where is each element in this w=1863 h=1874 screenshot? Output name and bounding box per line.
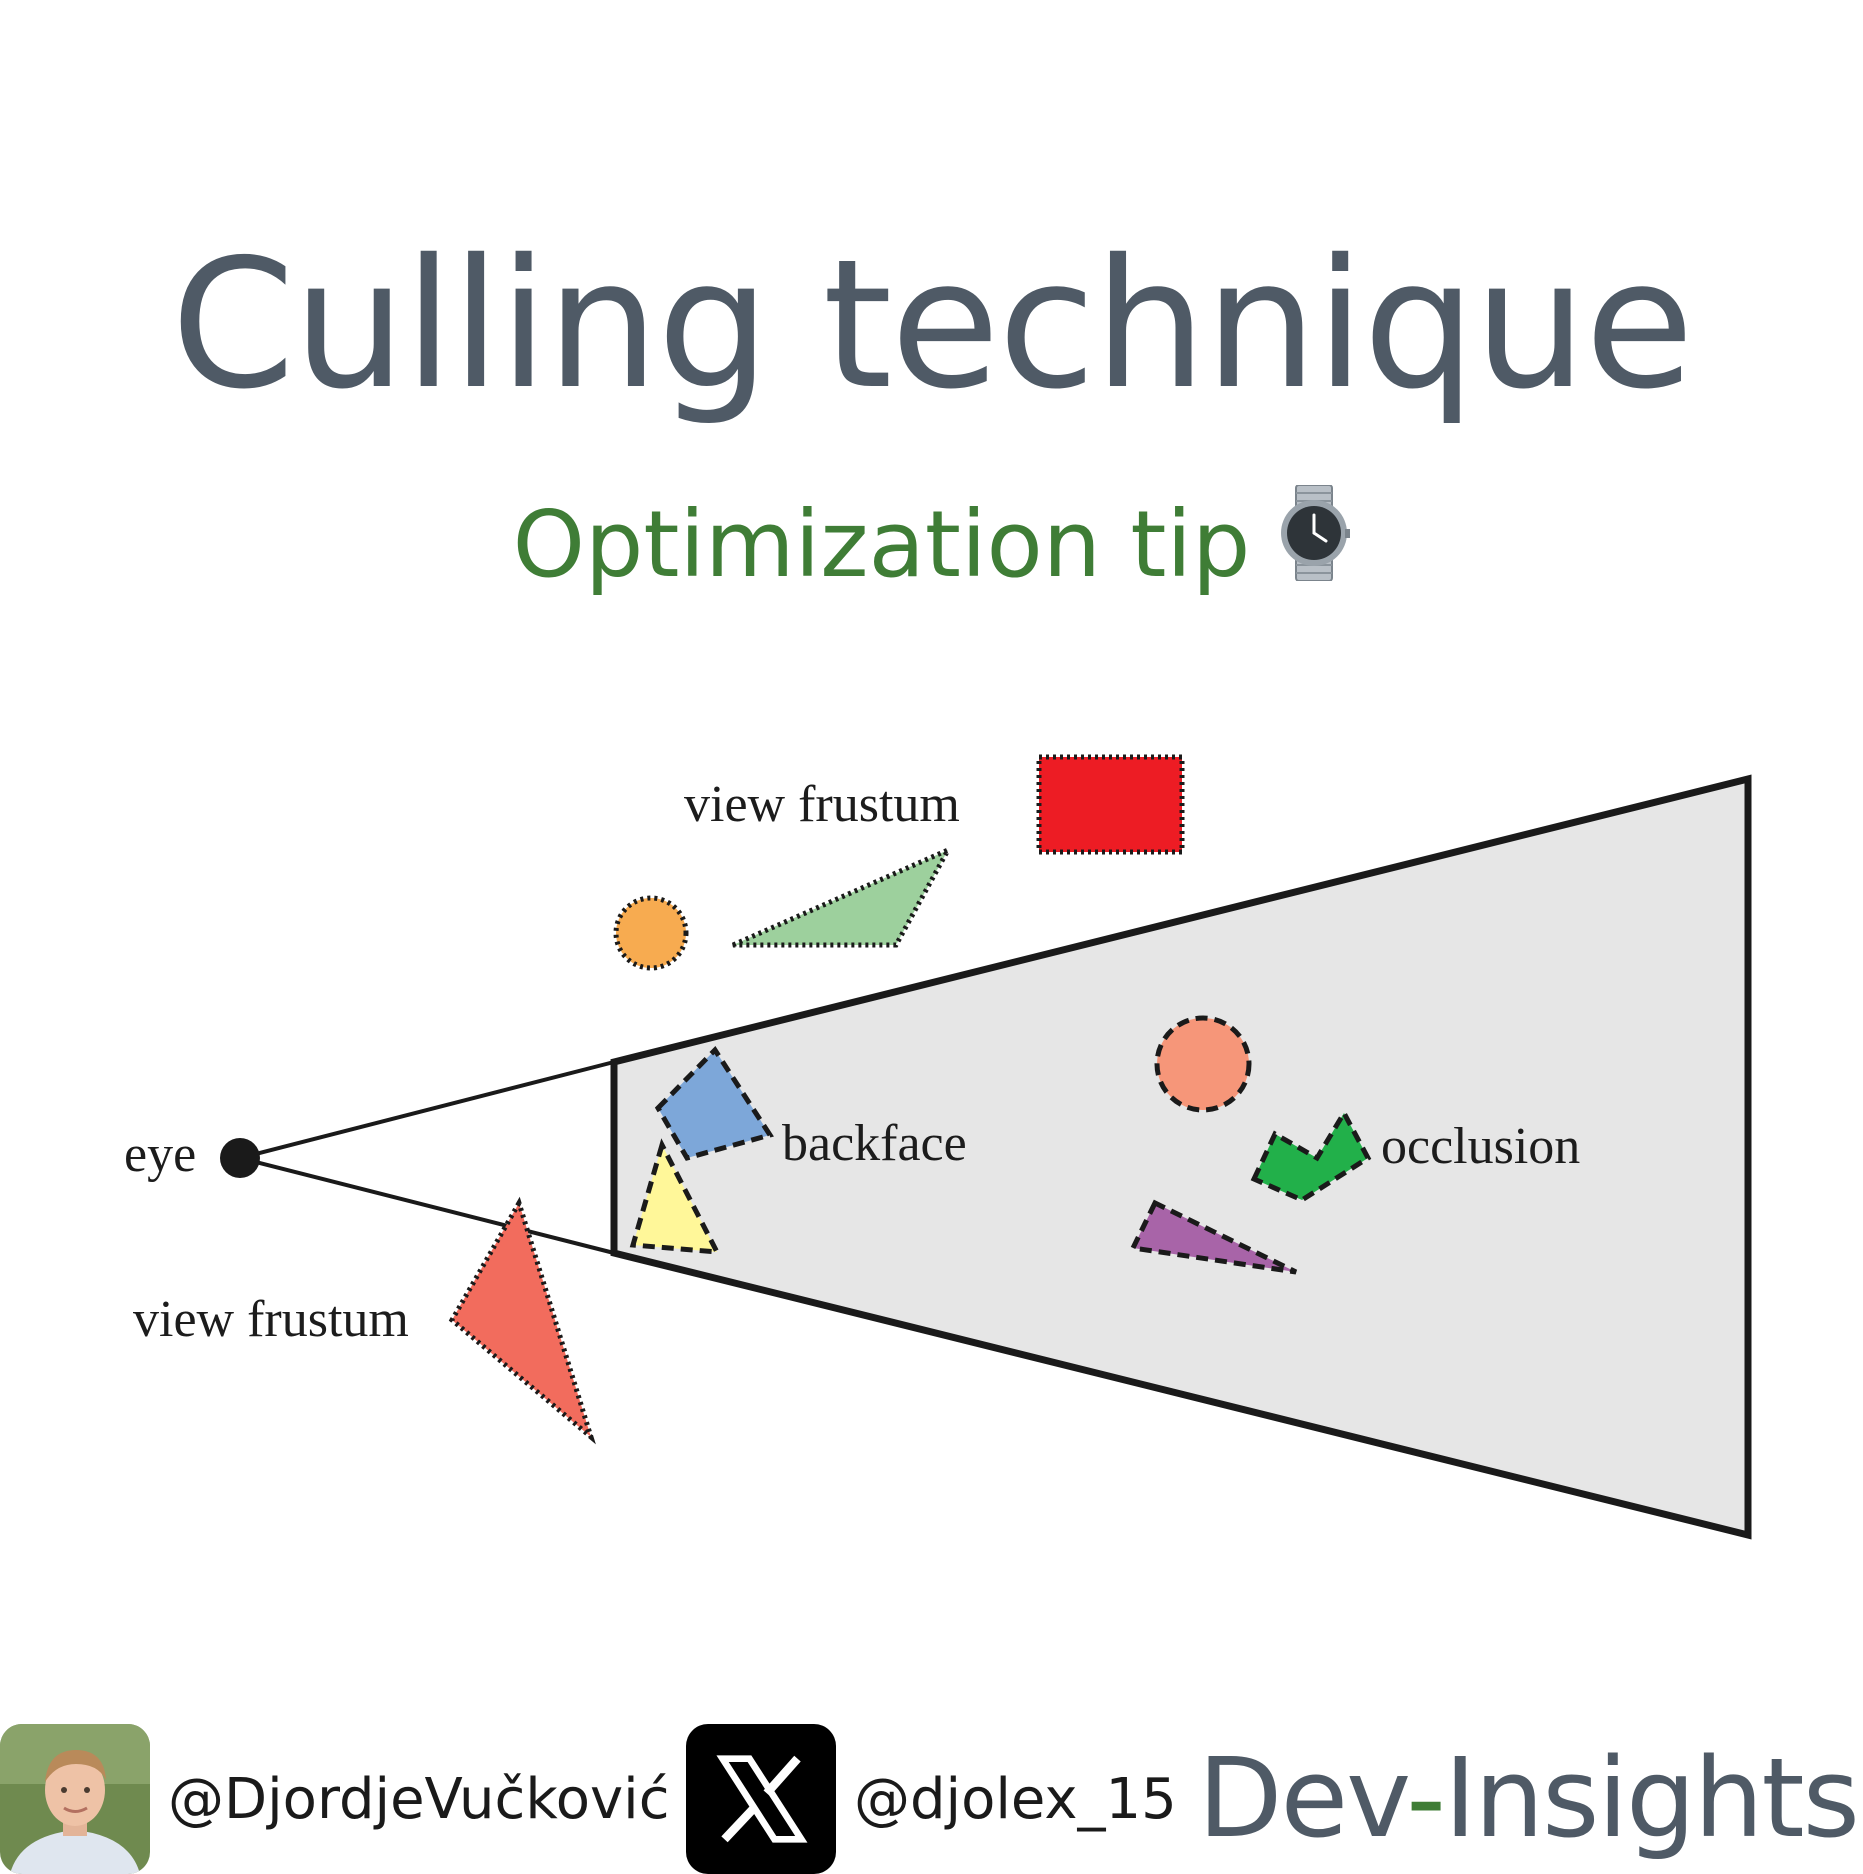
page-title: Culling technique [170,221,1694,428]
green-shape-occluded [1250,1107,1372,1203]
sight-line-top [239,1060,615,1160]
watch-icon [1278,483,1351,605]
brand-part-2: Insights [1443,1734,1860,1862]
yellow-triangle-backface [629,1138,722,1255]
light-green-triangle-culled [731,844,954,948]
purple-triangle-occluded [1129,1199,1298,1275]
label-view-frustum-bottom: view frustum [133,1291,409,1348]
brand-logo: Dev-Insights [1198,1738,1860,1858]
red-rectangle-culled [1036,754,1185,855]
view-frustum-volume [610,774,1752,1540]
subtitle-text: Optimization tip [512,491,1251,598]
orange-circle-culled [613,895,689,971]
avatar [0,1724,150,1874]
author-handle: @DjordjeVučković [168,1766,670,1832]
sight-line-bottom [239,1156,615,1255]
label-eye: eye [124,1126,196,1183]
page-subtitle: Optimization tip [0,483,1863,611]
label-backface: backface [782,1115,967,1172]
author-credit: @DjordjeVučković [0,1724,670,1874]
salmon-triangle-culled [448,1196,596,1445]
x-logo-icon [686,1724,836,1874]
label-occlusion: occlusion [1381,1118,1580,1175]
peach-circle-occluded [1154,1015,1252,1113]
x-credit: @djolex_15 [686,1724,1177,1874]
x-handle: @djolex_15 [854,1766,1177,1832]
brand-dash: - [1406,1734,1446,1862]
eye-point [220,1138,260,1178]
label-view-frustum-top: view frustum [684,776,960,833]
blue-quad-backface [654,1046,774,1161]
brand-part-1: Dev [1197,1734,1409,1862]
